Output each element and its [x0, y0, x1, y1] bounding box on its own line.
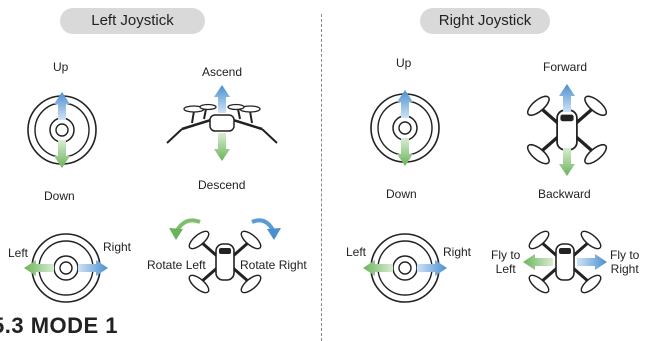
right-up-label: Up — [396, 56, 412, 70]
drone-strafe-icon — [523, 226, 607, 298]
left-joystick-title: Left Joystick — [60, 8, 205, 34]
fly-to-left-line2: Left — [495, 262, 516, 276]
fly-to-right-label: Fly to Right — [610, 248, 639, 276]
rotate-left-arrow-icon — [169, 218, 201, 240]
left-up-label: Up — [53, 60, 69, 74]
right-stick-updown-icon — [370, 90, 440, 166]
drone-side-icon — [166, 85, 278, 161]
fly-to-right-line1: Fly to — [610, 248, 640, 262]
rotate-left-label: Rotate Left — [147, 258, 206, 272]
left-down-label: Down — [44, 189, 75, 203]
mode-heading: 5.3 MODE 1 — [0, 313, 119, 338]
panel-divider — [321, 14, 322, 341]
right-down-label: Down — [386, 187, 417, 201]
fly-to-left-label: Fly to Left — [491, 248, 520, 276]
right-stick-leftright-icon — [363, 233, 447, 303]
left-stick-updown-icon — [27, 92, 97, 168]
right-joystick-title: Right Joystick — [420, 8, 550, 34]
left-stick-leftright-icon — [24, 233, 108, 303]
right-right-label: Right — [443, 245, 472, 259]
right-left-label: Left — [346, 245, 367, 259]
ascend-label: Ascend — [202, 65, 243, 79]
rotate-right-label: Rotate Right — [240, 258, 307, 272]
descend-label: Descend — [198, 178, 246, 192]
forward-label: Forward — [543, 60, 588, 74]
left-right-label: Right — [103, 240, 132, 254]
backward-label: Backward — [538, 187, 591, 201]
fly-to-left-line1: Fly to — [491, 248, 521, 262]
fly-to-right-line2: Right — [610, 262, 639, 276]
left-left-label: Left — [8, 246, 29, 260]
rotate-right-arrow-icon — [251, 218, 281, 240]
drone-forward-backward-icon — [523, 84, 611, 176]
